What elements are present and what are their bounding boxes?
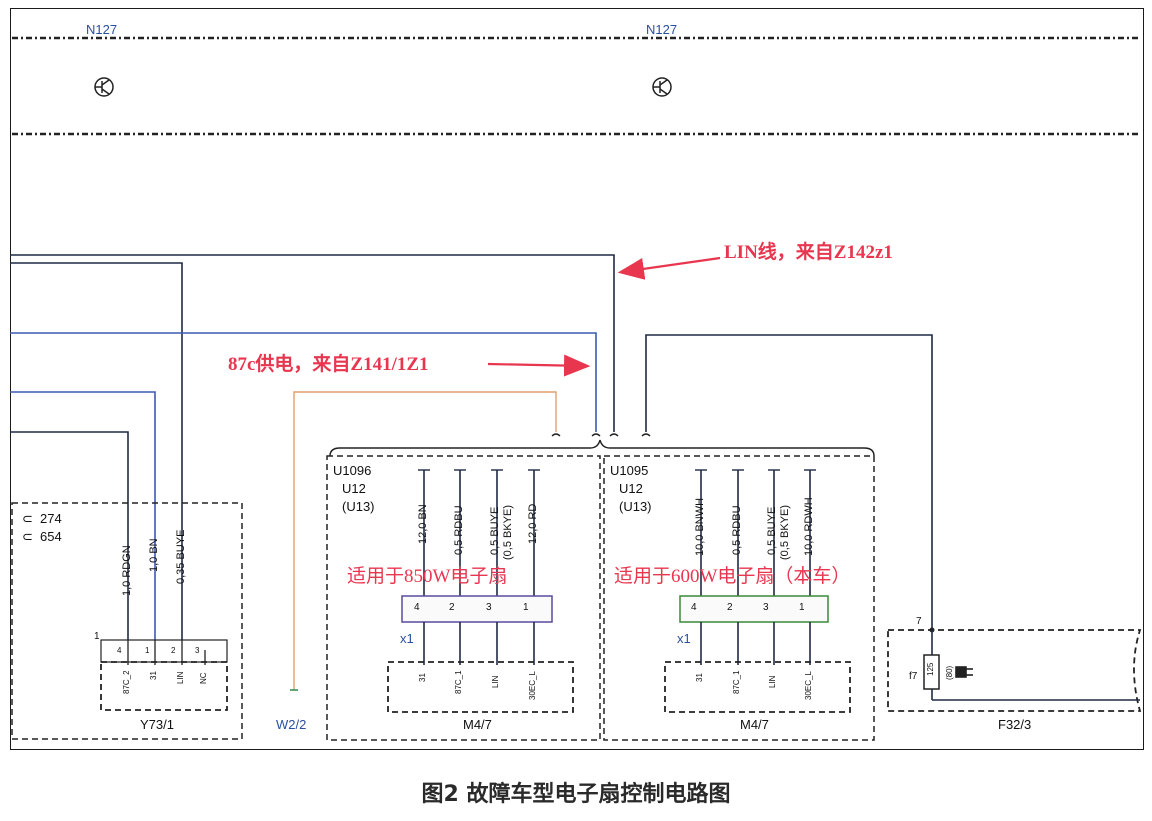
pin-number: 3 [486, 602, 492, 613]
plug-icon [955, 666, 973, 678]
pin-number: 2 [449, 602, 455, 613]
wire-label: 0,5 BUYE [489, 506, 501, 555]
wire-y73-87c2 [10, 431, 129, 640]
pin-number: 3 [763, 602, 769, 613]
module-sub-ref: U12 [619, 481, 643, 496]
pin-label: 31 [149, 671, 158, 680]
connector-label-x1: x1 [677, 631, 691, 646]
pin-label: 31 [695, 673, 704, 682]
option-code: 274 [40, 511, 62, 526]
fan850-block-border [326, 455, 601, 741]
wire-label: 10,0 BNWH [694, 497, 706, 556]
wire-30ec [645, 334, 933, 630]
supply-arrow [487, 354, 591, 377]
pin-number: 2 [171, 646, 176, 655]
wire-label: (0,5 BKYE) [502, 504, 514, 560]
wire-label: 1,0 BN [148, 538, 160, 572]
code-icon-654: ⊂ [22, 529, 33, 544]
lin-arrow [617, 256, 721, 280]
pin-label: 87C_2 [122, 670, 131, 694]
wire-label: 0,35 BUYE [175, 529, 187, 584]
pin-label: 30EC_L [804, 671, 813, 700]
pin-number: 1 [523, 602, 529, 613]
fuse-rating: 125 [926, 662, 935, 676]
component-name-m47: M4/7 [740, 717, 769, 732]
fan600-block-border [603, 455, 875, 741]
diagram-frame [10, 8, 1144, 750]
fan850-connector-x1 [401, 595, 553, 623]
wire-label: 0,5 BUYE [766, 506, 778, 555]
option-code: 654 [40, 529, 62, 544]
pin-label: NC [199, 672, 208, 684]
y73-block-border [11, 502, 243, 740]
connector-number: 1 [94, 631, 100, 642]
annotation-supply: 87c供电，来自Z141/1Z1 [228, 354, 429, 375]
component-ref-n127-right: N127 [646, 22, 678, 37]
code-icon-274: ⊂ [22, 511, 33, 526]
lin-wire-upper [10, 254, 615, 432]
wire-label: (0,5 BKYE) [779, 504, 791, 560]
fuse-terminal-number: 7 [916, 616, 922, 627]
y73-inner-block [100, 661, 228, 711]
fan-variant-label: 适用于850W电子扇 [347, 566, 508, 587]
module-sub-ref: U12 [342, 481, 366, 496]
wire-87c-supply [10, 332, 597, 432]
pin-label: 30EC_L [528, 671, 537, 700]
fuse-label: f7 [909, 671, 918, 682]
pin-label: LIN [491, 675, 500, 688]
module-ref: U1095 [610, 463, 649, 478]
fuse-sub-rating: (80) [945, 665, 954, 680]
wire-label: 0,5 RDBU [731, 505, 743, 555]
module-sub-ref: (U13) [619, 499, 652, 514]
component-name-m47: M4/7 [463, 717, 492, 732]
pin-number: 3 [195, 646, 200, 655]
pin-label: 31 [418, 673, 427, 682]
wire-label: 0,5 RDBU [453, 505, 465, 555]
module-bracket [329, 439, 875, 457]
transistor-icon [94, 77, 114, 97]
component-name-y73: Y73/1 [140, 717, 174, 732]
annotation-lin: LIN线，来自Z142z1 [724, 242, 893, 263]
wire-label: 10,0 RDWH [803, 497, 815, 556]
ground-point-label: W2/2 [276, 717, 307, 732]
wire-break-marks [551, 433, 651, 437]
wire-label: 1,0 RDGN [121, 545, 133, 596]
pin-label: LIN [176, 671, 185, 684]
fan600-connector-x1 [679, 595, 829, 623]
component-ref-n127-left: N127 [86, 22, 118, 37]
pin-number: 4 [691, 602, 697, 613]
pin-label: LIN [768, 675, 777, 688]
fan850-motor-block [387, 661, 574, 713]
wire-label: 12,0 BN [417, 504, 429, 544]
pin-number: 1 [799, 602, 805, 613]
fuse-box-border [887, 629, 1142, 712]
connector-label-x1: x1 [400, 631, 414, 646]
component-name-f32: F32/3 [998, 717, 1032, 732]
module-ref: U1096 [333, 463, 372, 478]
pin-label: 87C_1 [732, 670, 741, 694]
module-sub-ref: (U13) [342, 499, 375, 514]
transistor-icon [652, 77, 672, 97]
pin-number: 1 [145, 646, 150, 655]
pin-label: 87C_1 [454, 670, 463, 694]
figure-caption: 图2 故障车型电子扇控制电路图 [421, 782, 731, 807]
fan-variant-label: 适用于600W电子扇（本车） [614, 566, 851, 587]
pin-number: 4 [117, 646, 122, 655]
wire-label: 12,0 RD [527, 503, 539, 544]
pin-number: 4 [414, 602, 420, 613]
wire-y73-31 [10, 391, 156, 640]
wire-y73-lin [10, 262, 183, 640]
fan600-motor-block [664, 661, 851, 713]
pin-number: 2 [727, 602, 733, 613]
wire-ground-orange [293, 391, 557, 690]
